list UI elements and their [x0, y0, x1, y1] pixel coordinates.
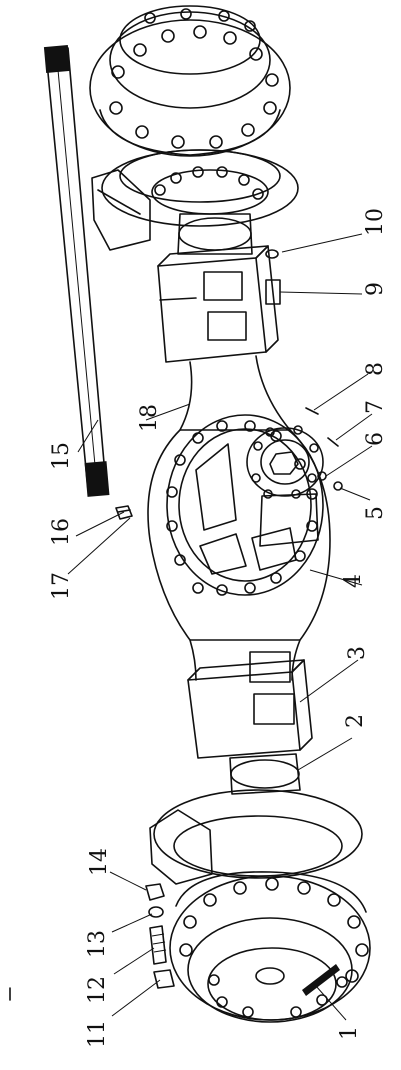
callout-14: 14 [87, 848, 112, 876]
top-wheel-hub [89, 5, 299, 255]
callout-10: 10 [363, 208, 388, 236]
callout-15: 15 [49, 442, 74, 470]
leader-lines [67, 233, 373, 1021]
callout-18: 18 [137, 404, 162, 432]
callout-9: 9 [363, 282, 388, 296]
callout-2: 2 [343, 714, 368, 728]
axle-housing-lower-tube [189, 639, 301, 681]
callout-11: 11 [85, 1020, 110, 1048]
loose-parts-right [265, 249, 343, 491]
callout-3: 3 [345, 646, 370, 660]
callout-1: 1 [337, 1026, 362, 1040]
loose-parts-bottom-left [145, 883, 175, 989]
lower-spindle [229, 753, 301, 795]
upper-spring-seat [157, 245, 279, 363]
callout-12: 12 [85, 976, 110, 1004]
callout-5: 5 [363, 506, 388, 520]
callout-7: 7 [363, 400, 388, 414]
callout-labels: 1 2 3 4 5 6 7 8 9 10 11 12 13 14 15 16 1… [49, 208, 388, 1048]
half-shaft-part-15 [43, 45, 110, 497]
callout-4: 4 [341, 574, 366, 588]
lower-spring-seat [187, 651, 313, 759]
differential-housing [147, 414, 331, 641]
callout-16: 16 [49, 518, 74, 546]
callout-13: 13 [85, 930, 110, 958]
callout-6: 6 [363, 432, 388, 446]
callout-17: 17 [49, 572, 74, 600]
clip-part-16-17 [115, 505, 133, 520]
axle-housing-upper-tube [179, 355, 291, 431]
callout-8: 8 [363, 362, 388, 376]
bottom-wheel-hub [149, 789, 371, 1023]
